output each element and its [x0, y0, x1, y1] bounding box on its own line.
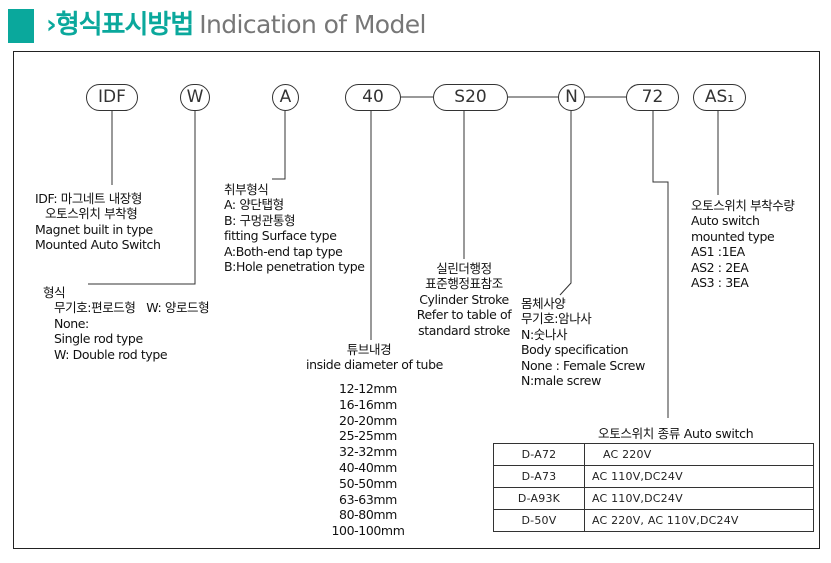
table-row: D-A73 AC 110V,DC24V	[493, 465, 814, 488]
table-row: D-A72 AC 220V	[493, 443, 814, 466]
switch-spec: AC 220V	[584, 443, 814, 466]
leader-w	[88, 111, 196, 285]
switch-model: D-A73	[493, 465, 585, 488]
note-idf: IDF: 마그네트 내장형 오토스위치 부착형 Magnet built in …	[35, 191, 161, 253]
note-rod-type: 형식 무기호:편로드형 W: 양로드형 None: Single rod typ…	[43, 285, 210, 362]
code-72: 72	[626, 84, 679, 111]
code-idf: IDF	[86, 84, 138, 111]
switch-spec: AC 110V,DC24V	[584, 487, 814, 510]
switch-model: D-A72	[493, 443, 585, 466]
note-bore: 튜브내경 inside diameter of tube	[306, 342, 443, 373]
code-n: N	[558, 84, 585, 111]
note-body-spec: 몸체사양 무기호:암나사 N:숫나사 Body specification No…	[521, 296, 645, 389]
code-a: A	[272, 84, 299, 111]
leader-72	[652, 111, 669, 418]
note-stroke: 실린더행정 표준행정표참조 Cylinder Stroke Refer to t…	[416, 261, 512, 338]
table-row: D-50V AC 220V, AC 110V,DC24V	[493, 509, 814, 532]
switch-table: D-A72 AC 220V D-A73 AC 110V,DC24V D-A93K…	[493, 443, 814, 532]
note-mounting: 취부형식 A: 양단탭형 B: 구멍관통형 fitting Surface ty…	[224, 182, 365, 275]
switch-spec: AC 220V, AC 110V,DC24V	[584, 509, 814, 532]
leader-n	[559, 111, 572, 296]
leader-a	[272, 111, 286, 180]
title-korean: ›형식표시방법	[46, 10, 194, 40]
switch-spec: AC 110V,DC24V	[584, 465, 814, 488]
code-s20: S20	[433, 84, 508, 111]
switch-model: D-50V	[493, 509, 585, 532]
code-40: 40	[345, 84, 401, 111]
header-accent-bar	[8, 9, 34, 43]
code-as: AS₁	[693, 84, 746, 111]
code-w: W	[180, 84, 210, 111]
switch-table-title: 오토스위치 종류 Auto switch	[598, 426, 754, 441]
title-english: Indication of Model	[199, 10, 426, 39]
diagram-frame	[13, 51, 820, 549]
bore-size-list: 12-12mm 16-16mm 20-20mm 25-25mm 32-32mm …	[331, 381, 405, 539]
note-switch-qty: 오토스위치 부착수량 Auto switch mounted type AS1 …	[691, 198, 795, 291]
switch-model: D-A93K	[493, 487, 585, 510]
table-row: D-A93K AC 110V,DC24V	[493, 487, 814, 510]
